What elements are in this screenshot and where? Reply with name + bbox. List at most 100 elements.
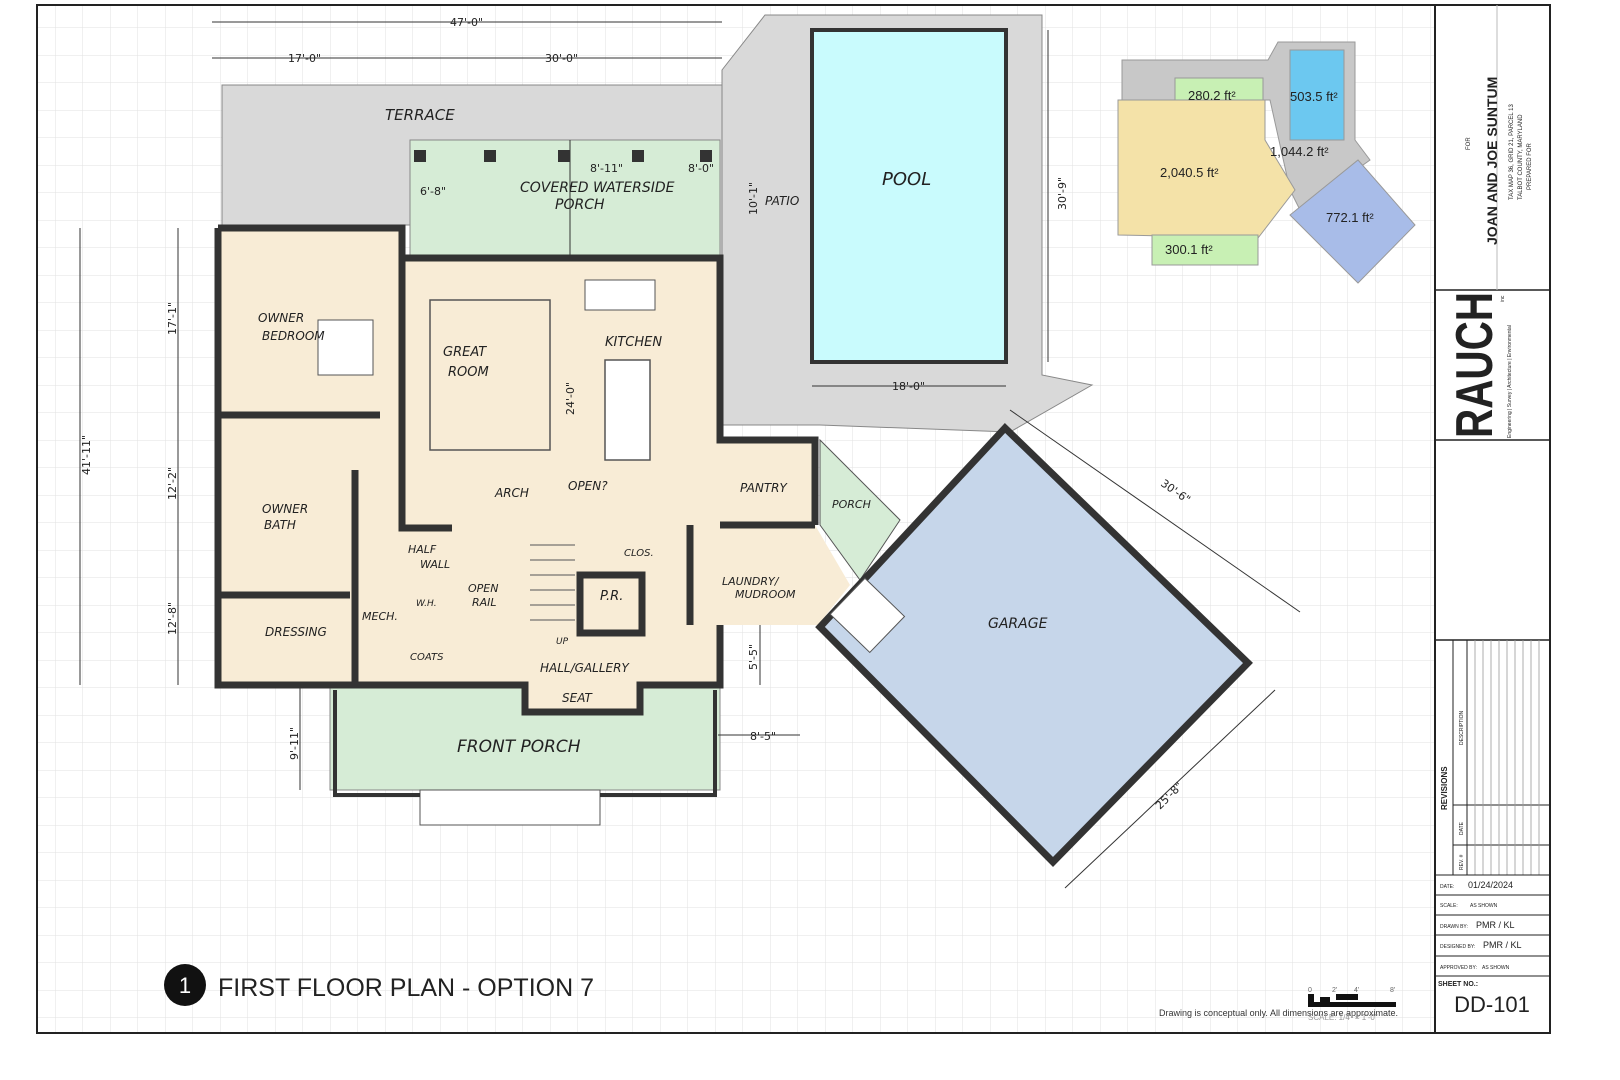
dim-left-width: 17'-0" (288, 52, 321, 65)
label-owner-bath: OWNER (262, 502, 308, 516)
label-owner-bath-2: BATH (264, 518, 296, 532)
label-garage: GARAGE (988, 616, 1048, 632)
area-diagram: 280.2 ft² 503.5 ft² 1,044.2 ft² 2,040.5 … (1117, 41, 1416, 284)
area-terrace-label: 1,044.2 ft² (1270, 144, 1329, 159)
area-pool (1289, 49, 1345, 141)
dimension-lines (79, 21, 1301, 889)
dim-right-width: 30'-0" (545, 52, 578, 65)
label-powder-room: P.R. (600, 589, 623, 604)
label-laundry: LAUNDRY/ (722, 575, 780, 588)
dim-pool-length: 30'-9" (1056, 177, 1069, 210)
drawn-by-value: PMR / KL (1476, 920, 1515, 930)
scale-label: SCALE: 1/4" = 1'-0" (1308, 1013, 1378, 1022)
label-open-rail: OPEN (468, 582, 498, 595)
firm-suffix: inc (1500, 295, 1506, 302)
drawn-by-label: DRAWN BY: (1440, 924, 1468, 930)
label-arch: ARCH (494, 486, 529, 500)
sheet-no-label: SHEET NO.: (1438, 981, 1478, 988)
area-porch-top-label: 280.2 ft² (1188, 88, 1236, 103)
sheet-number: DD-101 (1454, 992, 1530, 1017)
rev-column-label: REV. # (1459, 854, 1465, 870)
label-kitchen: KITCHEN (605, 335, 662, 350)
designed-by-value: PMR / KL (1483, 940, 1522, 950)
area-pool-label: 503.5 ft² (1290, 89, 1338, 104)
label-covered-porch: COVERED WATERSIDE (520, 180, 675, 196)
county: TALBOT COUNTY, MARYLAND (1518, 114, 1524, 200)
date-label: DATE: (1440, 884, 1454, 890)
label-dressing: DRESSING (265, 625, 327, 639)
dimension-labels: 47'-0" 17'-0" 30'-0" 6'-8" 8'-11" 8'-0" … (80, 16, 1193, 812)
label-coats: COATS (410, 652, 444, 663)
label-hall-gallery: HALL/GALLERY (540, 661, 630, 675)
dim-patio: 10'-1" (747, 182, 760, 215)
for-label: FOR (1466, 137, 1472, 150)
firm-tagline: Engineering | Survey | Architecture | En… (1507, 325, 1513, 438)
label-great-room: GREAT (443, 345, 487, 360)
firm-logo: RAUCH (1446, 292, 1504, 438)
covered-waterside-porch: COVERED WATERSIDE PORCH (409, 139, 721, 259)
label-great-room-2: ROOM (448, 365, 489, 380)
label-seat: SEAT (562, 691, 594, 705)
scale-value: AS SHOWN (1470, 903, 1498, 909)
approved-by-value: AS SHOWN (1482, 965, 1510, 971)
label-porch: PORCH (832, 498, 871, 511)
scale-tick-0: 0 (1308, 987, 1312, 994)
dim-overall-width: 47'-0" (450, 16, 483, 29)
label-pantry: PANTRY (740, 481, 788, 495)
label-pool: POOL (882, 169, 931, 190)
dim-porch-a: 6'-8" (420, 185, 446, 198)
sheet-border (36, 4, 1551, 1034)
scale-tick-2: 2' (1332, 987, 1337, 994)
house-interior: OWNER BEDROOM GREAT ROOM KITCHEN PANTRY … (214, 224, 850, 716)
label-mech: MECH. (362, 610, 398, 623)
area-porch-bottom-label: 300.1 ft² (1165, 242, 1213, 257)
dim-front-porch-depth: 9'-11" (288, 727, 301, 760)
plan-number: 1 (179, 973, 191, 998)
label-up: UP (556, 637, 569, 647)
area-main-label: 2,040.5 ft² (1160, 165, 1219, 180)
revisions-label: REVISIONS (1440, 766, 1449, 810)
label-open: OPEN? (568, 479, 608, 493)
dim-great-room: 24'-0" (564, 382, 577, 415)
front-porch: FRONT PORCH (329, 687, 721, 826)
scale-field-label: SCALE: (1440, 903, 1458, 909)
scale-tick-4: 4' (1354, 987, 1359, 994)
label-open-rail-2: RAIL (472, 596, 497, 609)
dim-porch-b: 8'-11" (590, 162, 623, 175)
label-closet: CLOS. (624, 548, 654, 559)
label-mudroom: MUDROOM (735, 588, 796, 601)
plan-title-text: FIRST FLOOR PLAN - OPTION 7 (218, 974, 594, 1002)
date-column-label: DATE (1459, 821, 1465, 835)
dim-bedroom: 17'-1" (166, 302, 179, 335)
label-owner-bedroom-2: BEDROOM (262, 329, 325, 343)
plan-title: 1 FIRST FLOOR PLAN - OPTION 7 Drawing is… (164, 964, 1398, 1018)
scale-tick-8: 8' (1390, 987, 1395, 994)
prepared-for: PREPARED FOR (1527, 142, 1533, 190)
area-garage-label: 772.1 ft² (1326, 210, 1374, 225)
area-porch-bottom (1151, 234, 1259, 266)
disclaimer-note: Drawing is conceptual only. All dimensio… (1159, 1008, 1398, 1018)
dim-porch-c: 8'-0" (688, 162, 714, 175)
date-value: 01/24/2024 (1468, 880, 1513, 890)
label-half-wall: HALF (408, 543, 437, 556)
dim-bath: 12'-2" (166, 467, 179, 500)
label-patio: PATIO (765, 194, 799, 208)
dim-overall-depth: 41'-11" (80, 435, 93, 475)
title-block: FOR JOAN AND JOE SUNTUM TAX MAP 36, GRID… (1434, 5, 1550, 1033)
label-owner-bedroom: OWNER (258, 311, 304, 325)
dim-mud: 5'-5" (747, 644, 760, 670)
designed-by-label: DESIGNED BY: (1440, 944, 1475, 950)
dim-pool-width: 18'-0" (892, 380, 925, 393)
label-half-wall-2: WALL (420, 558, 450, 571)
pool: POOL (810, 28, 1008, 364)
area-garage (1289, 159, 1416, 284)
garage: GARAGE (815, 423, 1253, 867)
scale-bar: 0 2' 4' 8' SCALE: 1/4" = 1'-0" (1308, 987, 1396, 1022)
label-terrace: TERRACE (385, 106, 455, 124)
client-name: JOAN AND JOE SUNTUM (1484, 77, 1500, 245)
description-label: DESCRIPTION (1459, 710, 1465, 745)
label-covered-porch-2: PORCH (555, 197, 605, 213)
dim-front-porch-side: 8'-5" (750, 730, 776, 743)
tax-map: TAX MAP 36, GRID 21, PARCEL 13 (1509, 104, 1515, 200)
